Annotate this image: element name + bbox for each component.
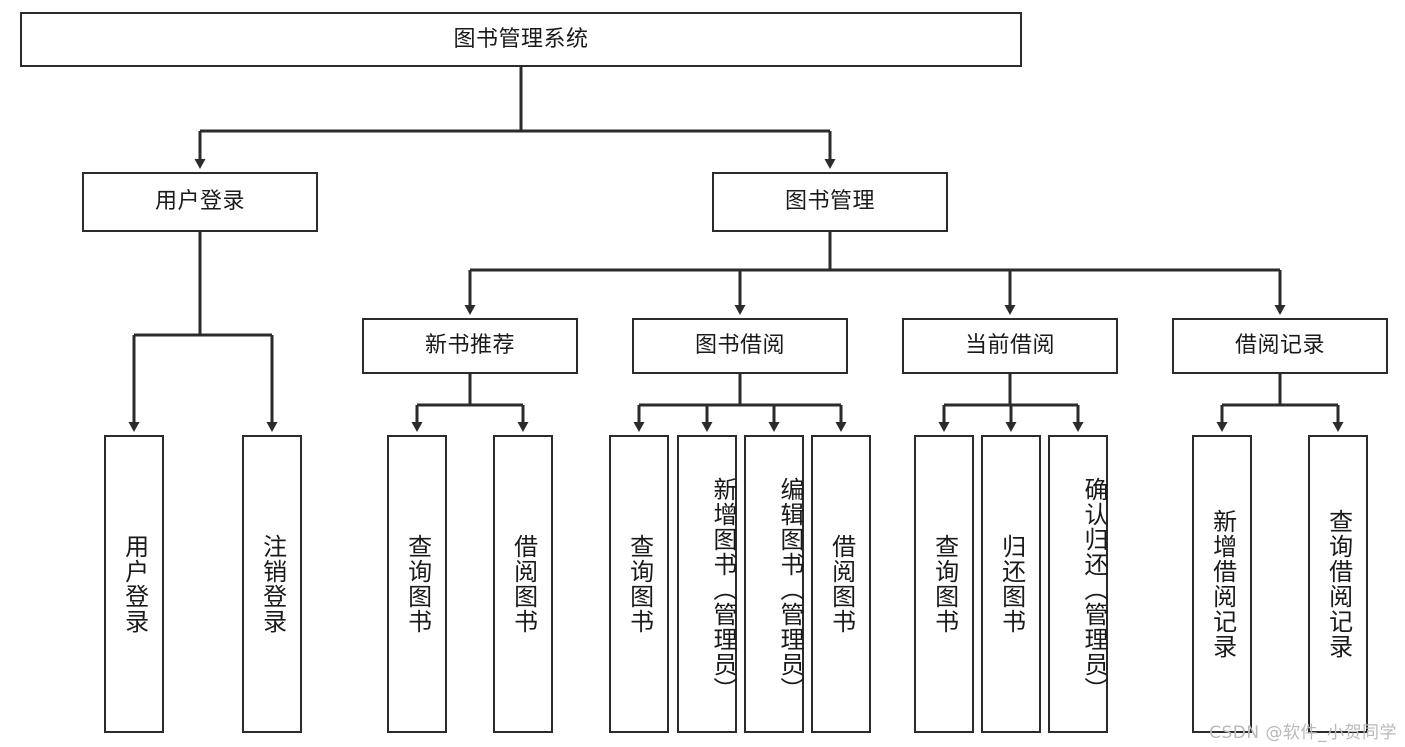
leaf-borrow-query-book-label: 查询图书 (625, 534, 654, 634)
leaf-user-login-logout-label: 注销登录 (258, 534, 287, 634)
node-book-borrow-label: 图书借阅 (694, 333, 785, 359)
leaf-records-add-record-label: 新增借阅记录 (1208, 509, 1237, 659)
leaf-new-book-borrow[interactable]: 借阅图书 (493, 435, 553, 733)
node-current-borrow-label: 当前借阅 (964, 333, 1055, 359)
node-book-management-label: 图书管理 (784, 189, 875, 215)
leaf-current-return-book-label: 归还图书 (997, 534, 1026, 634)
node-user-login-label: 用户登录 (154, 189, 245, 215)
leaf-borrow-add-book[interactable]: 新增图书（管理员） (677, 435, 737, 733)
node-root[interactable]: 图书管理系统 (20, 12, 1022, 67)
leaf-borrow-edit-book[interactable]: 编辑图书（管理员） (744, 435, 804, 733)
node-book-management[interactable]: 图书管理 (712, 172, 948, 232)
leaf-current-query-book-label: 查询图书 (930, 534, 959, 634)
node-current-borrow[interactable]: 当前借阅 (902, 318, 1118, 374)
node-borrow-records-label: 借阅记录 (1234, 333, 1325, 359)
leaf-user-login-login-label: 用户登录 (120, 534, 149, 634)
leaf-user-login-logout[interactable]: 注销登录 (242, 435, 302, 733)
node-root-label: 图书管理系统 (453, 26, 589, 52)
leaf-records-query-record-label: 查询借阅记录 (1324, 509, 1353, 659)
node-new-book-recommend[interactable]: 新书推荐 (362, 318, 578, 374)
leaf-records-query-record[interactable]: 查询借阅记录 (1308, 435, 1368, 733)
leaf-new-book-query[interactable]: 查询图书 (387, 435, 447, 733)
leaf-borrow-borrow-book[interactable]: 借阅图书 (811, 435, 871, 733)
leaf-borrow-edit-book-label: 编辑图书（管理员） (776, 476, 804, 702)
csdn-watermark: CSDN @软件_小贺同学 (1209, 723, 1397, 743)
leaf-new-book-query-label: 查询图书 (403, 534, 432, 634)
node-borrow-records[interactable]: 借阅记录 (1172, 318, 1388, 374)
leaf-borrow-query-book[interactable]: 查询图书 (609, 435, 669, 733)
node-new-book-recommend-label: 新书推荐 (424, 333, 515, 359)
leaf-current-query-book[interactable]: 查询图书 (914, 435, 974, 733)
leaf-borrow-add-book-label: 新增图书（管理员） (709, 476, 737, 702)
leaf-new-book-borrow-label: 借阅图书 (509, 534, 538, 634)
leaf-current-return-book[interactable]: 归还图书 (981, 435, 1041, 733)
leaf-current-confirm-return-label: 确认归还（管理员） (1080, 476, 1108, 702)
node-user-login[interactable]: 用户登录 (82, 172, 318, 232)
node-book-borrow[interactable]: 图书借阅 (632, 318, 848, 374)
leaf-user-login-login[interactable]: 用户登录 (104, 435, 164, 733)
leaf-borrow-borrow-book-label: 借阅图书 (827, 534, 856, 634)
leaf-records-add-record[interactable]: 新增借阅记录 (1192, 435, 1252, 733)
leaf-current-confirm-return[interactable]: 确认归还（管理员） (1048, 435, 1108, 733)
